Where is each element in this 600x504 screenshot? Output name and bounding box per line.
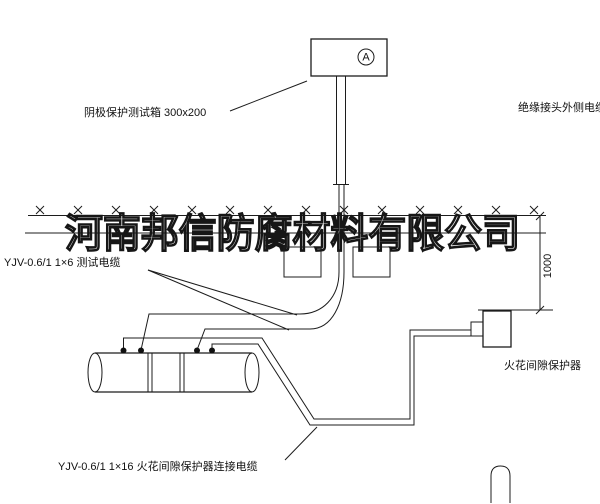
spark-gap-protector [470, 310, 512, 348]
conduit [333, 76, 349, 272]
leader-line [147, 269, 298, 316]
dimension: 1000 [478, 211, 554, 315]
ground-line [28, 205, 546, 216]
leader-line [284, 426, 318, 461]
insulating-joint [151, 352, 181, 393]
weld-dots [120, 347, 215, 354]
test-cables [140, 271, 345, 351]
leader-line [147, 269, 290, 331]
dimension-value: 1000 [542, 254, 554, 278]
svg-text:阴极保护测试箱 300x200: 阴极保护测试箱 300x200 [84, 105, 206, 119]
leader-line [229, 80, 308, 112]
label-spark-gap: 火花间隙保护器 [504, 358, 581, 372]
label-outer-cable: 绝缘接头外侧电缆 [518, 100, 600, 114]
watermark-text: 河南邦信防腐材料有限公司 [65, 211, 520, 256]
ammeter-symbol: A [362, 52, 370, 64]
label-test-box: 阴极保护测试箱 300x200 [84, 80, 308, 119]
svg-text:YJV-0.6/1 1×6 测试电缆: YJV-0.6/1 1×6 测试电缆 [4, 256, 120, 269]
svg-text:火花间隙保护器: 火花间隙保护器 [504, 358, 581, 372]
svg-text:YJV-0.6/1 1×16 火花间隙保护器连接电缆: YJV-0.6/1 1×16 火花间隙保护器连接电缆 [58, 459, 258, 473]
concrete-blocks [283, 246, 391, 278]
label-spark-gap-cable: YJV-0.6/1 1×16 火花间隙保护器连接电缆 [58, 426, 318, 473]
test-box: A [310, 38, 388, 77]
protector-cables [123, 329, 471, 426]
watermark: 河南邦信防腐材料有限公司 [25, 210, 546, 257]
pipe [87, 352, 260, 393]
svg-text:绝缘接头外侧电缆: 绝缘接头外侧电缆 [518, 100, 600, 114]
pipe-end-symbol [490, 465, 511, 503]
label-test-cable: YJV-0.6/1 1×6 测试电缆 [4, 256, 298, 331]
